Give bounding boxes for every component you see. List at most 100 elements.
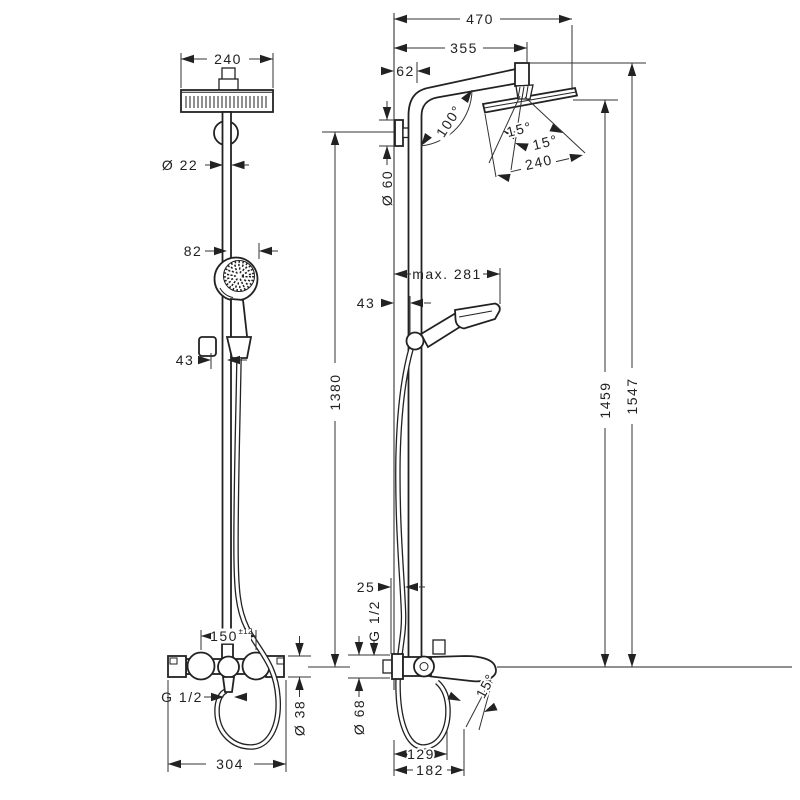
dim-total-reach: 470 bbox=[394, 11, 573, 90]
spray-hatching bbox=[185, 96, 267, 108]
dim-wall-to-holder: 43 bbox=[357, 295, 431, 333]
arrowhead bbox=[210, 160, 223, 170]
dim-label-head-tilt-upper: 15° bbox=[505, 118, 534, 140]
cap-notch-left bbox=[169, 657, 178, 665]
hand-shower-side bbox=[419, 302, 501, 349]
slider-knob-front bbox=[198, 336, 217, 357]
dim-total-height: 1547 bbox=[529, 62, 646, 667]
dim-label-valve-width: 304 bbox=[216, 756, 244, 772]
arrowhead bbox=[394, 14, 407, 24]
escutcheon bbox=[391, 653, 404, 680]
arrowhead bbox=[627, 63, 637, 76]
arrowhead bbox=[273, 759, 286, 769]
dim-label-handshower-offset: 82 bbox=[184, 243, 203, 259]
head-side-inner-line bbox=[483, 91, 577, 109]
dim-thread-side: G 1/2 bbox=[366, 600, 382, 656]
center-union bbox=[217, 655, 240, 679]
joint-hatching bbox=[517, 85, 529, 99]
dim-handshower-reach: max. 281 bbox=[394, 266, 501, 304]
dim-escutcheon-diameter: Ø 68 bbox=[348, 636, 390, 735]
wall-bracket-side bbox=[394, 119, 410, 147]
arrowhead bbox=[382, 146, 392, 159]
arrowhead bbox=[330, 132, 340, 145]
arrowhead bbox=[417, 66, 430, 76]
arm-angle-label-group: 100° bbox=[430, 99, 468, 143]
overhead-shower-front bbox=[180, 89, 274, 113]
dim-label-thread-front: G 1/2 bbox=[161, 689, 203, 705]
spray-dots bbox=[223, 260, 255, 292]
arrowhead bbox=[559, 14, 572, 24]
arrowhead bbox=[234, 692, 247, 702]
thermostat-valve-side bbox=[382, 639, 497, 686]
dim-label-valve-diameter: Ø 38 bbox=[292, 700, 308, 736]
joint-body bbox=[515, 84, 534, 100]
holder-cup-front bbox=[225, 336, 253, 359]
diverter-knob bbox=[432, 639, 446, 655]
dim-label-bracket-diameter: Ø 60 bbox=[379, 170, 395, 206]
dim-label-head-tilt-lower: 15° bbox=[531, 131, 560, 153]
dim-label-escutcheon-diameter: Ø 68 bbox=[351, 699, 367, 735]
arrowhead bbox=[496, 170, 511, 183]
dim-label-total-height: 1547 bbox=[624, 377, 640, 414]
handshower-crescent bbox=[219, 287, 234, 298]
dim-label-wall-to-hose: 25 bbox=[357, 579, 376, 595]
dim-handshower-offset: 82 bbox=[184, 243, 278, 259]
connector-upper bbox=[221, 67, 236, 81]
arrowhead bbox=[394, 43, 407, 53]
dim-label-head-reach: 355 bbox=[450, 40, 478, 56]
valve-cap-left bbox=[167, 655, 187, 678]
shower-hose-front-inner bbox=[215, 357, 280, 749]
arrowhead bbox=[330, 654, 340, 667]
cap-notch-right bbox=[276, 657, 285, 665]
dim-label-holder-offset: 43 bbox=[176, 352, 195, 368]
arrowhead bbox=[369, 643, 379, 656]
riser-pipe-side bbox=[407, 116, 423, 657]
dim-thread-front: G 1/2 bbox=[161, 689, 247, 705]
dim-label-handshower-reach: max. 281 bbox=[412, 266, 482, 282]
dim-valve-centers: 150 ±12 bbox=[200, 627, 257, 650]
arrowhead bbox=[600, 654, 610, 667]
dim-bracket-height: 1380 bbox=[308, 131, 394, 668]
arrowhead bbox=[259, 246, 272, 256]
wall-nipple bbox=[382, 659, 393, 674]
head-body bbox=[180, 89, 274, 113]
arm-connector bbox=[514, 62, 530, 87]
arrowhead bbox=[434, 749, 447, 759]
arrowhead bbox=[394, 749, 407, 759]
riser-pipe-side-fill bbox=[409, 116, 421, 657]
arrowhead bbox=[600, 100, 610, 113]
shower-arm bbox=[407, 68, 517, 117]
dim-label-valve-centers-tolerance: ±12 bbox=[239, 627, 253, 636]
dim-wall-to-hose: 25 bbox=[357, 578, 425, 654]
dim-label-arm-angle: 100° bbox=[433, 102, 465, 140]
handshower-face bbox=[223, 260, 255, 292]
thermostat-valve-front bbox=[167, 643, 285, 681]
ball-joint bbox=[515, 84, 534, 100]
arrowhead bbox=[451, 765, 464, 775]
dim-label-wall-to-holder: 43 bbox=[357, 295, 376, 311]
arrowhead bbox=[354, 642, 364, 655]
label-backing bbox=[430, 99, 468, 143]
arrowhead bbox=[295, 643, 304, 656]
dim-head-width-front: 240 bbox=[180, 51, 274, 88]
handshower-head-side bbox=[454, 302, 501, 330]
hose-outlet-front bbox=[221, 676, 236, 693]
dim-label-bracket-height: 1380 bbox=[327, 373, 343, 410]
side-view bbox=[382, 13, 792, 750]
arrowhead bbox=[514, 43, 527, 53]
arrowhead bbox=[260, 54, 273, 64]
dim-label-head-width: 240 bbox=[214, 51, 242, 67]
arrowhead bbox=[382, 107, 392, 120]
dim-label-total-reach: 470 bbox=[466, 11, 494, 27]
dim-label-loop-reach: 129 bbox=[407, 746, 435, 762]
dim-spout-reach: 182 bbox=[394, 729, 465, 780]
dim-label-valve-centers: 150 bbox=[210, 628, 238, 644]
dim-label-head-height: 1459 bbox=[597, 381, 613, 418]
arrowhead bbox=[231, 160, 245, 170]
valve-knob-side bbox=[413, 655, 435, 678]
dim-bracket-diameter: Ø 60 bbox=[379, 101, 395, 206]
dim-label-thread-side: G 1/2 bbox=[366, 600, 382, 642]
dim-valve-diameter: Ø 38 bbox=[288, 636, 311, 736]
spray-dots bbox=[233, 270, 245, 282]
dim-label-spout-reach: 182 bbox=[416, 762, 444, 778]
